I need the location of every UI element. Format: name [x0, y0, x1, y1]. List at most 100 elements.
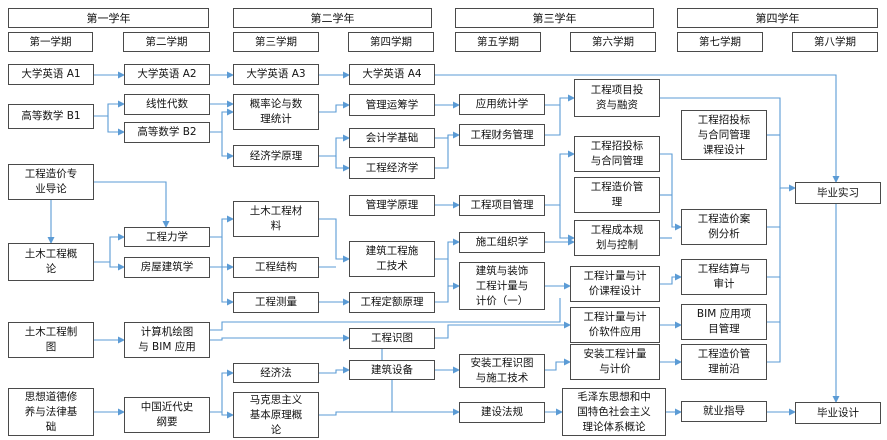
term-1-header: 第一学期: [8, 32, 93, 52]
course-accounting: 会计学基础: [349, 128, 435, 148]
course-pricing-software: 工程计量与计 价软件应用: [570, 307, 660, 343]
connector-line: [447, 259, 460, 290]
connector-line: [435, 286, 449, 303]
term-5-header: 第五学期: [455, 32, 541, 52]
course-construction-tech: 建筑工程施 工技术: [349, 241, 435, 277]
connector-line: [660, 273, 682, 285]
course-marxism: 马克思主义 基本原理概 论: [233, 392, 319, 438]
connector-line: [767, 277, 781, 323]
course-construction-law: 建设法规: [459, 402, 545, 423]
connector-line: [435, 135, 449, 169]
connector-line: [107, 116, 125, 136]
term-7-header: 第七学期: [677, 32, 763, 52]
course-civil-overview: 土木工程概 论: [8, 243, 94, 281]
course-project-management: 工程项目管理: [459, 195, 545, 216]
course-economics: 经济学原理: [233, 145, 319, 167]
connector-line: [767, 188, 781, 228]
connector-line: [221, 237, 234, 306]
connector-line: [391, 380, 460, 416]
connector-line: [94, 100, 125, 117]
course-english-a3: 大学英语 A3: [233, 64, 319, 85]
course-engineering-economics: 工程经济学: [349, 157, 435, 179]
course-ethics-law: 思想道德修 养与法律基 础: [8, 388, 94, 436]
term-8-header: 第八学期: [792, 32, 878, 52]
connector-line: [221, 411, 234, 419]
course-cost-planning: 工程成本规 划与控制: [574, 220, 660, 256]
course-english-a1: 大学英语 A1: [8, 64, 94, 85]
course-bidding-contract-design: 工程招投标 与合同管理 课程设计: [681, 110, 767, 160]
course-bim-management: BIM 应用项 目管理: [681, 304, 767, 340]
term-4-header: 第四学期: [348, 32, 434, 52]
connector-line: [319, 218, 350, 263]
connector-line: [319, 366, 350, 374]
term-6-header: 第六学期: [570, 32, 656, 52]
course-drawing-reading: 工程识图: [349, 328, 435, 349]
course-civil-materials: 土木工程材 料: [233, 201, 319, 237]
connector-line: [94, 233, 125, 263]
connector-line: [319, 134, 350, 157]
connector-line: [545, 94, 575, 106]
connector-line: [94, 181, 170, 228]
course-install-drawing: 安装工程识图 与施工技术: [459, 354, 545, 388]
course-english-a4: 大学英语 A4: [349, 64, 435, 85]
course-cad-bim: 计算机绘图 与 BIM 应用: [124, 322, 210, 358]
course-bidding-contract: 工程招投标 与合同管理: [574, 136, 660, 172]
course-measurement-pricing-1: 建筑与装饰 工程计量与 计价（一）: [459, 262, 545, 310]
term-2-header: 第二学期: [123, 32, 210, 52]
course-quota-principles: 工程定额原理: [349, 292, 435, 313]
course-graduation-internship: 毕业实习: [795, 182, 881, 204]
term-3-header: 第三学期: [233, 32, 319, 52]
course-construction-org: 施工组织学: [459, 232, 545, 253]
course-surveying: 工程测量: [233, 292, 319, 313]
connector-line: [545, 150, 575, 206]
connector-line: [767, 322, 781, 363]
course-graduation-design: 毕业设计: [795, 402, 881, 424]
year-3-header: 第三学年: [455, 8, 654, 28]
course-frontier: 工程造价管 理前沿: [681, 344, 767, 380]
course-economic-law: 经济法: [233, 363, 319, 383]
connector-line: [319, 411, 392, 416]
course-operations-research: 管理运筹学: [349, 94, 435, 116]
connector-line: [319, 101, 350, 113]
course-building-architecture: 房屋建筑学: [124, 257, 210, 278]
year-1-header: 第一学年: [8, 8, 209, 28]
connector-line: [210, 369, 234, 413]
connector-line: [221, 132, 234, 160]
course-building-equipment: 建筑设备: [349, 360, 435, 380]
connector-line: [660, 153, 682, 231]
course-math-b2: 高等数学 B2: [124, 122, 210, 143]
course-modern-history: 中国近代史 纲要: [124, 397, 210, 433]
course-install-pricing: 安装工程计量 与计价: [570, 344, 660, 380]
course-measurement-pricing-design: 工程计量与计 价课程设计: [570, 266, 660, 302]
course-cost-cases: 工程造价案 例分析: [681, 209, 767, 245]
course-english-a2: 大学英语 A2: [124, 64, 210, 85]
year-4-header: 第四学年: [677, 8, 878, 28]
course-financial-management: 工程财务管理: [459, 124, 545, 146]
connector-line: [210, 108, 234, 133]
course-structure: 工程结构: [233, 257, 319, 278]
course-engineering-mechanics: 工程力学: [124, 227, 210, 247]
connector-line: [335, 156, 350, 172]
connector-line: [545, 105, 561, 136]
connector-line: [435, 321, 571, 339]
connector-line: [767, 227, 781, 278]
course-applied-statistics: 应用统计学: [459, 94, 545, 115]
connector-line: [545, 358, 571, 371]
connector-line: [435, 238, 460, 260]
course-math-b1: 高等数学 B1: [8, 104, 94, 129]
year-2-header: 第二学年: [233, 8, 432, 28]
course-mao-theory: 毛泽东思想和中 国特色社会主义 理论体系概论: [562, 388, 666, 436]
connector-line: [210, 334, 350, 342]
course-civil-drawing: 土木工程制 图: [8, 322, 94, 358]
connector-line: [559, 205, 575, 242]
course-investment-financing: 工程项目投 资与融资: [574, 79, 660, 117]
course-probability: 概率论与数 理统计: [233, 94, 319, 130]
course-cost-intro: 工程造价专 业导论: [8, 164, 94, 200]
course-management-principles: 管理学原理: [349, 195, 435, 216]
course-cost-management: 工程造价管 理: [574, 177, 660, 213]
course-employment-guidance: 就业指导: [681, 401, 767, 422]
connector-line: [210, 215, 234, 238]
course-settlement-audit: 工程结算与 审计: [681, 259, 767, 295]
connector-line: [435, 131, 460, 139]
